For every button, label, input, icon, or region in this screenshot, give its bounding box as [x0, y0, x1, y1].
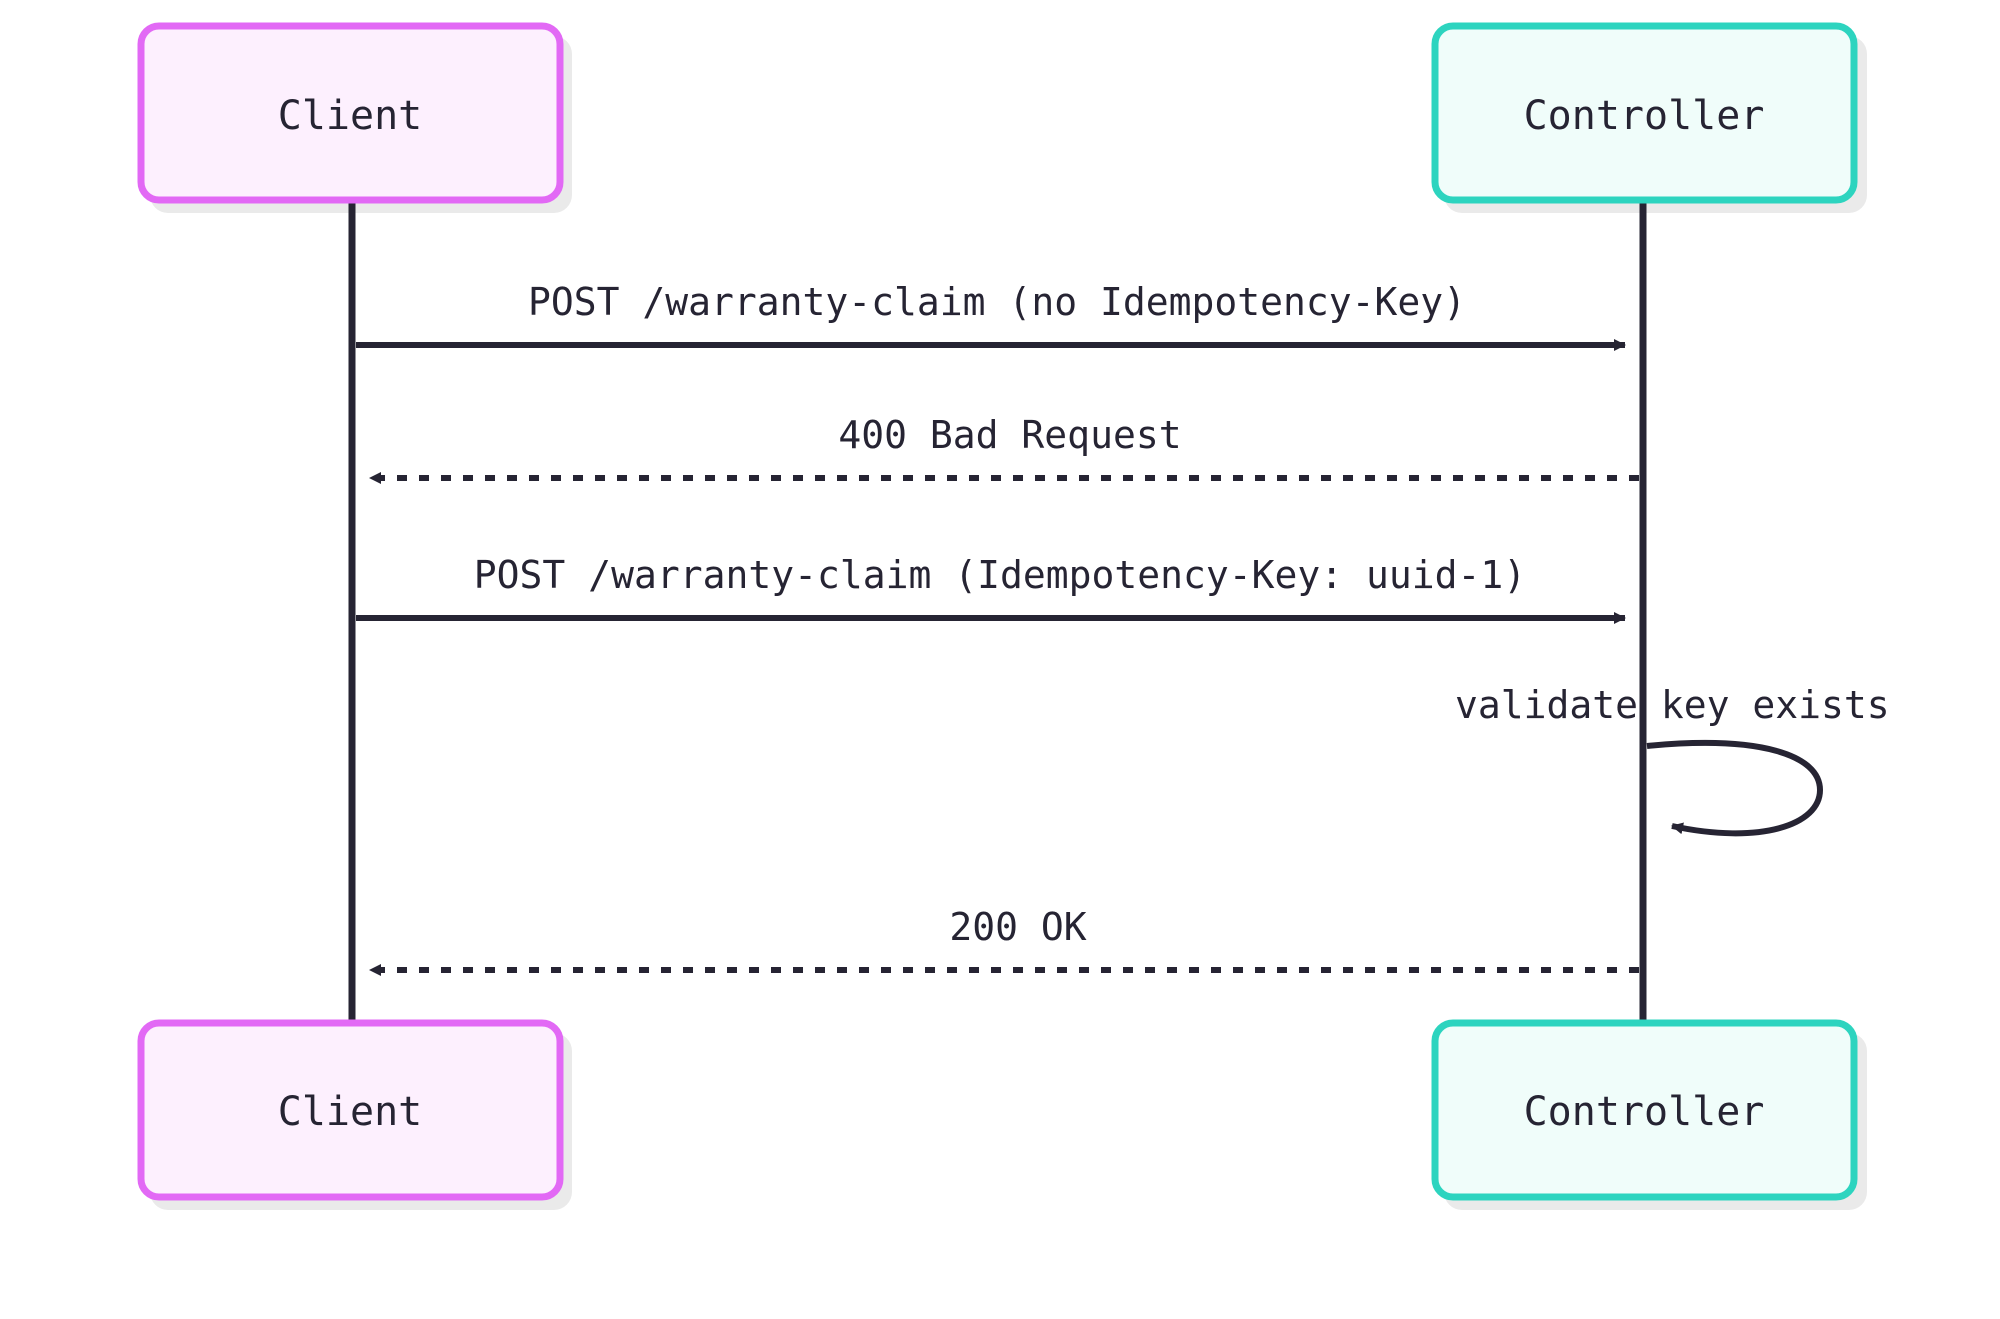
actor-label-controller-bottom: Controller	[1524, 1089, 1765, 1135]
message-3-post-with-key[interactable]: POST /warranty-claim (Idempotency-Key: u…	[356, 553, 1626, 624]
message-2-label: 400 Bad Request	[838, 413, 1181, 457]
actor-box-client-top[interactable]: Client	[137, 22, 564, 204]
actor-label-client-bottom: Client	[278, 1089, 423, 1135]
lifelines	[348, 200, 1647, 1022]
actor-box-controller-top-rect[interactable]	[1431, 22, 1858, 204]
actor-label-controller-top: Controller	[1524, 93, 1765, 139]
actor-label-client-top: Client	[278, 93, 423, 139]
actor-box-client-bottom[interactable]: Client	[137, 1019, 564, 1201]
actor-box-controller-bottom-rect[interactable]	[1431, 1019, 1858, 1201]
message-1-label: POST /warranty-claim (no Idempotency-Key…	[528, 280, 1466, 324]
message-2-400-bad-request[interactable]: 400 Bad Request	[369, 413, 1639, 484]
actor-box-controller-bottom[interactable]: Controller	[1431, 1019, 1858, 1201]
message-4-self-loop-validate[interactable]: validate key exists	[1455, 683, 1890, 837]
message-3-label: POST /warranty-claim (Idempotency-Key: u…	[474, 553, 1526, 597]
message-4-label: validate key exists	[1455, 683, 1890, 727]
actor-box-client-top-rect[interactable]	[137, 22, 564, 204]
message-4-self-loop-path[interactable]	[1646, 739, 1824, 837]
message-1-post-no-key[interactable]: POST /warranty-claim (no Idempotency-Key…	[356, 280, 1626, 351]
message-5-200-ok[interactable]: 200 OK	[369, 905, 1639, 976]
actor-box-client-bottom-rect[interactable]	[137, 1019, 564, 1201]
message-5-label: 200 OK	[949, 905, 1086, 949]
actor-box-controller-top[interactable]: Controller	[1431, 22, 1858, 204]
